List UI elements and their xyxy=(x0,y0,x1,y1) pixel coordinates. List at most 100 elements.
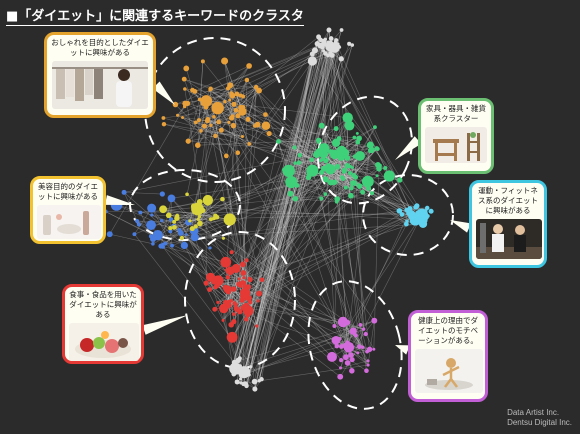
graph-edge xyxy=(222,198,342,361)
graph-edge xyxy=(355,148,378,178)
graph-node-white xyxy=(350,43,355,47)
graph-edge xyxy=(297,185,337,203)
graph-edge xyxy=(246,58,342,386)
graph-node-red xyxy=(240,261,246,268)
graph-node-orange xyxy=(172,101,179,108)
graph-edge xyxy=(175,104,202,132)
graph-node-orange xyxy=(215,105,221,111)
graph-node-purple xyxy=(343,342,348,347)
graph-node-blue xyxy=(106,231,113,238)
graph-edge xyxy=(215,223,415,288)
graph-edge xyxy=(409,207,428,209)
graph-node-purple xyxy=(349,330,354,335)
graph-node-white xyxy=(239,377,243,381)
graph-node-red xyxy=(213,284,218,290)
graph-node-blue xyxy=(159,191,165,197)
graph-edge xyxy=(168,215,199,220)
graph-edge xyxy=(355,142,359,178)
graph-node-orange xyxy=(208,88,212,92)
graph-node-yellow xyxy=(185,192,189,197)
credit-line-1: Data Artist Inc. xyxy=(507,408,560,417)
graph-node-green xyxy=(325,167,331,173)
graph-edge xyxy=(238,47,331,280)
graph-node-red xyxy=(228,321,234,328)
graph-edge xyxy=(243,58,342,374)
graph-node-orange xyxy=(244,77,250,83)
graph-node-yellow xyxy=(221,236,225,240)
graph-node-purple xyxy=(356,344,362,349)
graph-node-yellow xyxy=(223,213,236,226)
graph-node-red xyxy=(210,279,216,285)
graph-edge xyxy=(334,156,342,327)
graph-node-blue xyxy=(148,234,153,239)
graph-edge xyxy=(243,53,326,373)
graph-edge xyxy=(365,333,375,350)
graph-edge xyxy=(278,141,337,144)
graph-edge xyxy=(233,87,257,375)
graph-node-white xyxy=(322,49,326,53)
graph-node-purple xyxy=(349,368,355,374)
graph-node-purple xyxy=(337,316,349,328)
graph-node-blue xyxy=(135,218,140,224)
callout-connectors xyxy=(105,81,471,355)
graph-edge xyxy=(243,29,342,373)
graph-node-orange xyxy=(231,101,237,107)
graph-node-orange xyxy=(199,129,203,133)
graph-node-white xyxy=(244,383,249,389)
graph-edge xyxy=(162,246,262,380)
graph-node-white xyxy=(244,373,249,378)
graph-node-yellow xyxy=(188,219,192,223)
graph-edge xyxy=(294,138,360,148)
graph-node-orange xyxy=(225,86,231,91)
graph-node-white xyxy=(326,40,331,45)
graph-edge xyxy=(340,360,369,369)
graph-node-white xyxy=(252,386,258,392)
graph-node-green xyxy=(376,166,382,172)
graph-node-orange xyxy=(229,91,234,96)
graph-edge xyxy=(175,42,329,105)
graph-edge xyxy=(182,117,360,139)
graph-edge xyxy=(218,107,375,321)
graph-node-orange xyxy=(235,113,241,119)
graph-node-green xyxy=(296,160,302,165)
graph-node-orange xyxy=(218,127,224,133)
graph-node-yellow xyxy=(165,212,172,219)
graph-edge xyxy=(195,122,216,137)
graph-edge xyxy=(248,53,313,375)
graph-edge xyxy=(177,115,216,137)
graph-edge xyxy=(187,103,233,117)
graph-edge xyxy=(239,53,331,359)
graph-edge xyxy=(320,44,353,161)
graph-edge xyxy=(240,95,320,153)
graph-edge xyxy=(194,65,250,92)
graph-edge xyxy=(324,172,351,179)
graph-node-yellow xyxy=(197,214,202,219)
graph-edge xyxy=(162,198,223,245)
graph-node-orange xyxy=(161,116,166,120)
graph-edge xyxy=(254,53,313,382)
graph-node-white xyxy=(231,359,237,365)
graph-node-red xyxy=(212,306,218,312)
graph-edge xyxy=(335,128,360,348)
graph-node-purple xyxy=(327,351,337,362)
graph-node-red xyxy=(238,284,243,288)
graph-edge xyxy=(328,29,348,351)
graph-edge xyxy=(199,99,227,157)
graph-edge xyxy=(189,220,352,333)
graph-edge xyxy=(183,79,200,121)
graph-edge xyxy=(258,38,332,381)
graph-node-orange xyxy=(223,153,229,159)
graph-node-blue xyxy=(136,222,141,227)
graph-edge xyxy=(233,162,300,375)
graph-edge xyxy=(312,60,426,221)
graph-edge xyxy=(123,192,185,246)
graph-edge xyxy=(233,208,411,315)
graph-edge xyxy=(229,100,233,117)
graph-node-green xyxy=(355,131,359,135)
graph-edge xyxy=(350,192,373,197)
graph-edge xyxy=(246,79,352,197)
graph-edge xyxy=(324,152,343,178)
graph-node-orange xyxy=(261,121,271,131)
graph-node-purple xyxy=(372,347,376,351)
graph-edge xyxy=(258,47,341,381)
